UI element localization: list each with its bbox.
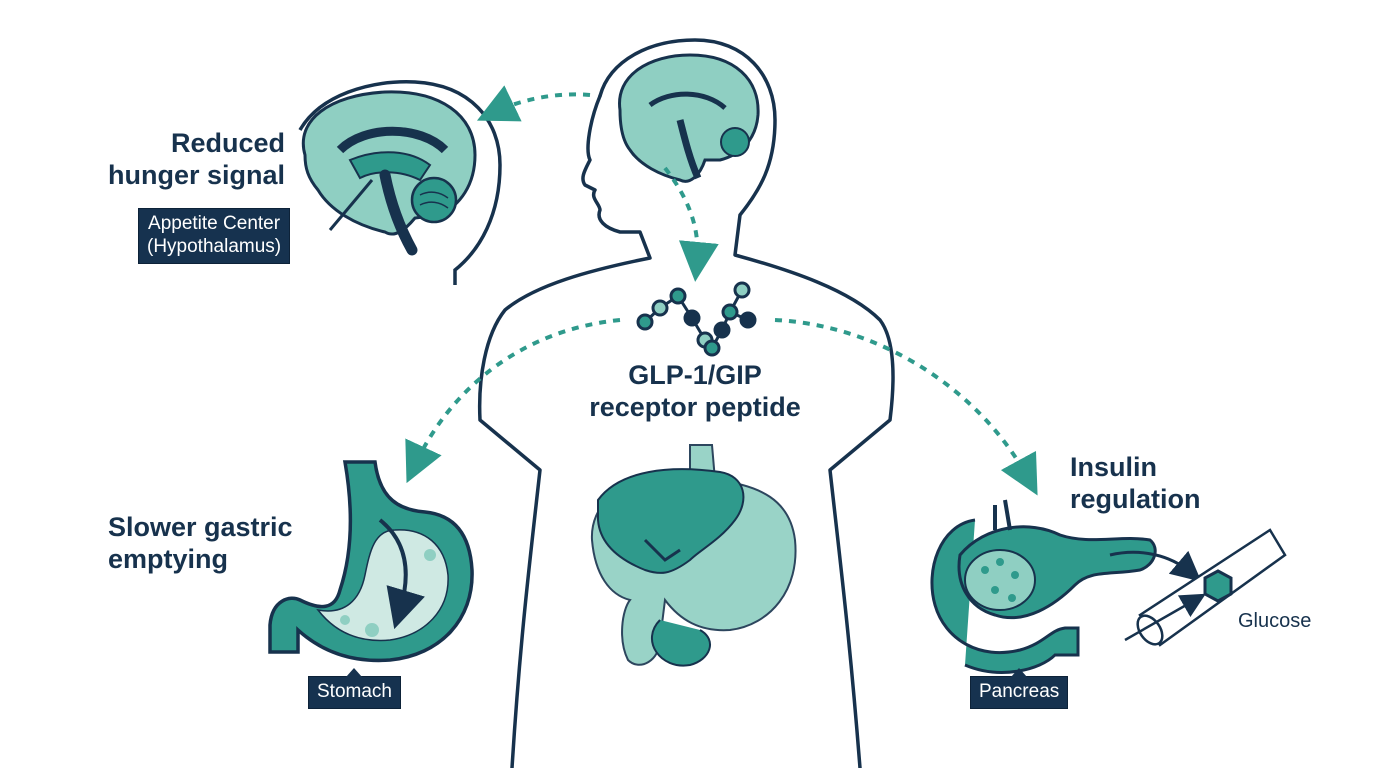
appetite-tag-line1: Appetite Center	[148, 213, 281, 234]
pancreas-tag: Pancreas	[970, 668, 1069, 709]
human-silhouette-icon	[477, 38, 895, 768]
gastric-emptying-label: Slower gastric emptying	[108, 512, 293, 576]
pancreas-icon	[930, 499, 1202, 674]
liver-icon	[590, 444, 797, 667]
stomach-tag: Stomach	[308, 668, 401, 709]
insulin-line1: Insulin	[1070, 452, 1157, 482]
head-brain-icon	[618, 53, 760, 183]
gastric-line1: Slower gastric	[108, 512, 293, 542]
peptide-label: GLP-1/GIP receptor peptide	[580, 360, 810, 424]
insulin-regulation-label: Insulin regulation	[1070, 452, 1201, 516]
brain-icon	[298, 80, 502, 285]
pancreas-tag-text: Pancreas	[979, 681, 1060, 702]
insulin-line2: regulation	[1070, 483, 1201, 514]
stomach-icon	[268, 460, 474, 663]
peptide-chain-icon	[636, 281, 757, 357]
glucose-label: Glucose	[1238, 610, 1312, 632]
hunger-signal-label: Reduced hunger signal	[102, 128, 285, 192]
peptide-line2: receptor peptide	[589, 391, 801, 422]
stomach-tag-text: Stomach	[317, 681, 392, 702]
hunger-title-line2: hunger signal	[107, 159, 285, 190]
appetite-tag-line2: (Hypothalamus)	[147, 235, 282, 257]
gastric-line2: emptying	[108, 543, 229, 574]
peptide-line1: GLP-1/GIP	[628, 360, 762, 390]
appetite-center-tag: Appetite Center (Hypothalamus)	[138, 208, 291, 264]
hunger-title-line1: Reduced	[170, 128, 285, 158]
dashed-arrows	[405, 85, 1038, 496]
glucose-hexagon-icon	[1203, 569, 1233, 603]
